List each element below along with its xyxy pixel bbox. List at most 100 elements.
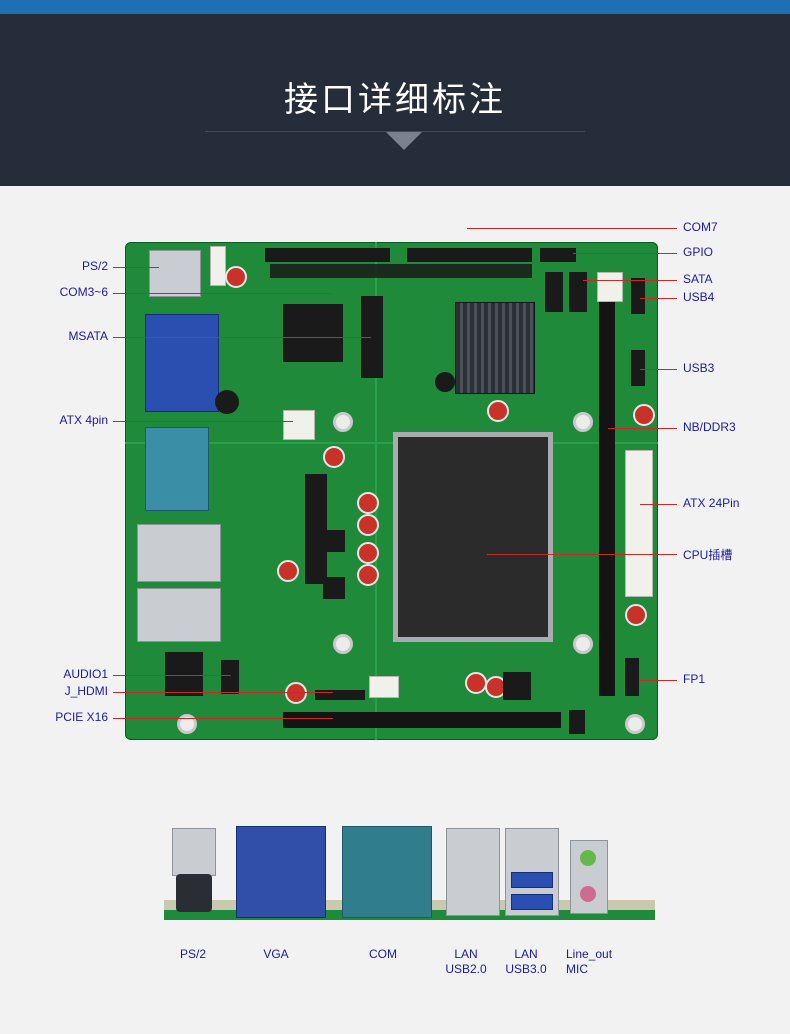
header-banner: 接口详细标注: [0, 14, 790, 186]
leader-line: [640, 504, 677, 505]
ite-chip: [283, 304, 343, 362]
pcb-trace: [125, 442, 658, 444]
page-title: 接口详细标注: [284, 80, 506, 120]
leader-line: [640, 298, 677, 299]
chevron-down-icon: [386, 132, 422, 150]
mount-hole: [573, 412, 593, 432]
vga-port: [236, 826, 326, 918]
top-accent-bar: [0, 0, 790, 14]
leader-line: [487, 554, 677, 555]
leader-line: [640, 369, 677, 370]
motherboard-image: [125, 242, 658, 740]
label-com3-6: COM3~6: [59, 285, 108, 299]
label-com7: COM7: [683, 220, 718, 234]
choke: [323, 577, 345, 599]
label-audio1: AUDIO1: [63, 667, 108, 681]
com-port: [342, 826, 432, 918]
ps2-port: [149, 250, 201, 297]
capacitor: [625, 604, 647, 626]
label-nb-ddr3: NB/DDR3: [683, 420, 736, 434]
label-gpio: GPIO: [683, 245, 714, 259]
label-msata: MSATA: [68, 329, 108, 343]
leader-line: [608, 428, 677, 429]
leader-line: [113, 293, 331, 294]
label-usb3: USB3: [683, 361, 715, 375]
lan-usb2-port: [446, 828, 500, 916]
mount-hole: [333, 412, 353, 432]
lan-port: [137, 588, 221, 642]
mount-hole: [625, 714, 645, 734]
label-atx-24pin: ATX 24Pin: [683, 496, 740, 510]
cpu-socket: [393, 432, 553, 642]
capacitor: [357, 542, 379, 564]
pcie-latch: [569, 710, 585, 734]
com-header: [407, 248, 532, 262]
leader-line: [113, 692, 333, 693]
mount-hole: [333, 634, 353, 654]
vga-port: [145, 314, 219, 412]
label-sata: SATA: [683, 272, 713, 286]
usb-stack-port: [172, 828, 216, 876]
capacitor: [633, 404, 655, 426]
capacitor: [357, 564, 379, 586]
fp1-header: [625, 658, 639, 696]
msata-slot: [361, 296, 383, 378]
capacitor: [225, 266, 247, 288]
io-label-com: COM: [369, 947, 397, 961]
leader-line: [113, 337, 371, 338]
usb3-header: [631, 350, 645, 386]
buzzer: [215, 390, 239, 414]
sata-port: [545, 272, 563, 312]
io-label-ps2: PS/2: [179, 947, 206, 961]
white-connector: [210, 246, 226, 286]
capacitor: [465, 672, 487, 694]
gpio-header: [540, 248, 576, 262]
capacitor: [357, 514, 379, 536]
sata-port: [569, 272, 587, 312]
pcie-x16-slot: [283, 712, 561, 728]
label-atx-4pin: ATX 4pin: [59, 413, 108, 427]
mount-hole: [177, 714, 197, 734]
leader-line: [467, 228, 677, 229]
mount-hole: [573, 634, 593, 654]
inductor: [435, 372, 455, 392]
capacitor: [357, 492, 379, 514]
hdmi-header: [315, 690, 365, 700]
capacitor: [487, 400, 509, 422]
ddr3-slot: [599, 282, 615, 696]
atx-4pin-connector: [283, 410, 315, 440]
audio1-header: [221, 660, 239, 694]
atx-24pin-connector: [625, 450, 653, 597]
label-ps2: PS/2: [81, 259, 108, 273]
label-pcie-x16: PCIE X16: [55, 710, 108, 724]
label-j-hdmi: J_HDMI: [64, 684, 108, 698]
io-label-vga: VGA: [263, 947, 289, 961]
usb4-header: [631, 278, 645, 314]
leader-line: [583, 280, 677, 281]
com-header: [270, 264, 532, 278]
leader-line: [113, 421, 293, 422]
capacitor: [323, 446, 345, 468]
leader-line: [640, 680, 677, 681]
audio-jack: [165, 652, 203, 696]
usb3-port: [511, 872, 553, 888]
capacitor: [285, 682, 307, 704]
choke: [323, 530, 345, 552]
leader-line: [573, 253, 677, 254]
usb3-port: [511, 894, 553, 910]
com-header: [265, 248, 390, 262]
mosfet-row: [305, 474, 327, 584]
mic-jack: [580, 886, 596, 902]
line-out-jack: [580, 850, 596, 866]
label-cpu-socket: CPU插槽: [683, 548, 733, 562]
ps2-port: [176, 874, 212, 912]
heatsink: [455, 302, 535, 394]
lan-port: [137, 524, 221, 582]
label-usb4: USB4: [683, 290, 715, 304]
choke: [503, 672, 531, 700]
header-divider: [205, 131, 585, 132]
com-port: [145, 427, 209, 511]
